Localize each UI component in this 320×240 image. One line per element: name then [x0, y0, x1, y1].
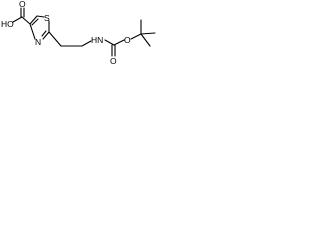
bond-tbu-methyl-down: [140, 33, 151, 47]
atom-hydroxyl-label: HO: [1, 19, 14, 29]
bond-o-tbu: [130, 33, 142, 40]
atom-thiazole-nitrogen-label: N: [35, 37, 41, 47]
bond-c5-s: [36, 15, 45, 18]
bond-ch2-nh: [81, 40, 92, 47]
bond-cooh-c-ring: [21, 16, 31, 25]
atom-amide-nh-label: HN: [91, 35, 103, 45]
bond-nh-carbonyl-c: [104, 39, 115, 46]
bond-cooh-c-oh: [12, 16, 23, 23]
bond-n-c4: [29, 23, 36, 40]
bond-c4-c5: [29, 15, 38, 25]
atom-carbamate-ester-oxygen-label: O: [124, 35, 131, 45]
chemical-structure: HO O S N HN O O: [1, 0, 156, 66]
atom-carbamate-carbonyl-oxygen-label: O: [110, 56, 117, 66]
bonds: [12, 7, 156, 57]
atom-labels: HO O S N HN O O: [1, 0, 131, 66]
bond-c2-n-inner: [41, 30, 47, 37]
bond-c2-ch2: [48, 31, 62, 47]
bond-c4-c5-inner: [31, 18, 39, 26]
atom-thiazole-sulfur-label: S: [44, 13, 50, 23]
bond-tbu-methyl-right: [140, 32, 156, 35]
bond-carbonyl-c-o-ester: [113, 39, 125, 46]
bond-c2-n: [42, 31, 50, 40]
atom-acid-carbonyl-oxygen-label: O: [19, 0, 26, 9]
